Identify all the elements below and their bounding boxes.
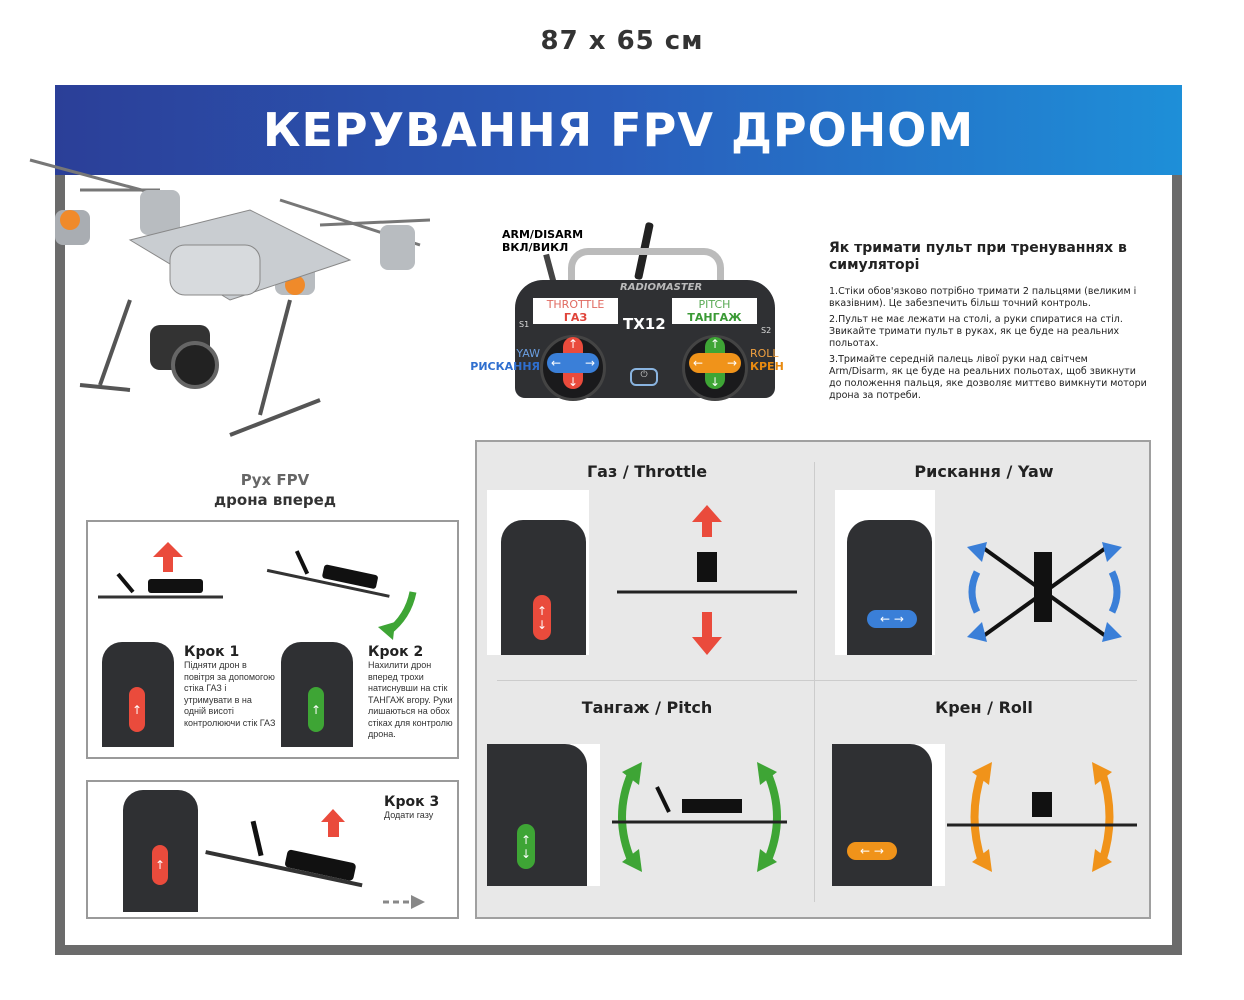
arm-label: ARM/DISARM [502, 228, 584, 241]
tip-item: 3.Тримайте середній палець лівої руки на… [829, 354, 1147, 401]
size-label: 87 x 65 см [540, 26, 704, 56]
roll-label-ua: КРЕН [750, 360, 784, 373]
controller-handle [568, 248, 724, 293]
step1-text: Підняти дрон в повітря за допомогою стік… [184, 660, 276, 728]
pitch-label-ua: ТАНГАЖ [687, 311, 742, 324]
pitch-title: Тангаж / Pitch [581, 698, 713, 717]
drone-tilt-illustration [98, 542, 417, 640]
arrow-down-icon: ↓ [567, 375, 579, 389]
arrow-right-icon: → [584, 356, 596, 370]
axes-panel: Газ / Throttle Рискання / Yaw Тангаж / P… [475, 440, 1151, 919]
step2-text: Нахилити дрон вперед трохи натиснувши на… [368, 660, 453, 739]
step3-title: Крок 3 [384, 794, 440, 810]
yaw-label-ua: РИСКАННЯ [470, 360, 540, 373]
tip-item: 1.Стіки обов'язково потрібно тримати 2 п… [829, 286, 1137, 309]
drone-forward-illustration [205, 809, 425, 909]
throttle-label-en: THROTTLE [546, 298, 605, 311]
step2-title: Крок 2 [368, 644, 424, 660]
roll-diagram [947, 762, 1137, 872]
model-label: TX12 [623, 315, 666, 333]
arrow-right-icon: → [726, 356, 738, 370]
throttle-title: Газ / Throttle [586, 462, 708, 481]
yaw-stick-bar [547, 353, 599, 373]
yaw-diagram [967, 542, 1122, 642]
power-button-icon: ⏻ [630, 368, 658, 386]
arrow-left-icon: ← [692, 356, 704, 370]
pitch-diagram [612, 762, 787, 872]
arrow-down-icon: ↓ [709, 375, 721, 389]
forward-title-1: Рух FPV [240, 471, 310, 489]
pitch-label-en: PITCH [698, 298, 731, 311]
arrow-up-icon: ↑ [709, 337, 721, 351]
header-banner: КЕРУВАННЯ FPV ДРОНОМ [55, 85, 1182, 175]
arrow-up-icon: ↑ [567, 337, 579, 351]
page-title: КЕРУВАННЯ FPV ДРОНОМ [262, 103, 975, 157]
drone-photo [29, 158, 430, 437]
step1-title: Крок 1 [184, 644, 240, 660]
tip-item: 2.Пульт не має лежати на столі, а руки с… [829, 314, 1123, 349]
throttle-label-ua: ГАЗ [563, 311, 588, 324]
tips-title: Як тримати пульт при тренуваннях в симул… [829, 240, 1127, 273]
forward-title-2: дрона вперед [214, 491, 336, 509]
yaw-label-en: YAW [516, 347, 540, 360]
arm-label-ua: ВКЛ/ВИКЛ [502, 241, 569, 254]
s1-label: S1 [519, 320, 530, 329]
arrow-left-icon: ← [550, 356, 562, 370]
brand-logo: RADIOMASTER [620, 282, 703, 293]
yaw-title: Рискання / Yaw [914, 462, 1054, 481]
roll-label-en: ROLL [750, 347, 779, 360]
step3-text: Додати газу [384, 810, 434, 820]
throttle-diagram [617, 505, 797, 655]
roll-title: Крен / Roll [935, 698, 1033, 717]
tips-section: Як тримати пульт при тренуваннях в симул… [829, 240, 1149, 406]
s2-label: S2 [761, 326, 772, 335]
roll-stick-bar [689, 353, 741, 373]
